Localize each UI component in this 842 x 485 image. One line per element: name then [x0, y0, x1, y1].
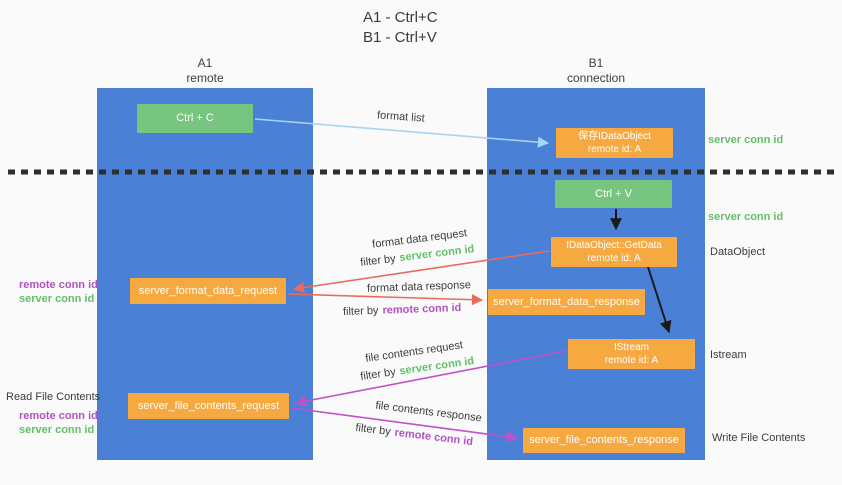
filter-prefix: filter by — [359, 366, 397, 383]
ctrl-c-label: Ctrl + C — [176, 112, 214, 124]
server-file-contents-response-label: server_file_contents_response — [529, 434, 679, 446]
ctrl-c-node: Ctrl + C — [137, 104, 253, 133]
write-file-contents-label: Write File Contents — [712, 432, 806, 444]
istream-side-label: Istream — [710, 349, 747, 361]
server-file-contents-request-node: server_file_contents_request — [128, 393, 289, 419]
getdata-line2: remote id: A — [587, 253, 641, 264]
dataobject-label: DataObject — [710, 246, 766, 258]
server-file-contents-response-node: server_file_contents_response — [523, 428, 685, 453]
save-idataobject-line1: 保存IDataObject — [578, 131, 651, 142]
server-conn-id-label-mid-right: server conn id — [708, 211, 784, 223]
server-file-contents-request-label: server_file_contents_request — [137, 399, 280, 412]
filter-key-remote-conn-id: remote conn id — [382, 301, 462, 317]
server-conn-id-label-top-right: server conn id — [708, 134, 784, 146]
lane-a1-subtitle: remote — [186, 71, 224, 85]
server-format-data-response-label: server_format_data_response — [493, 295, 640, 308]
filter-prefix: filter by — [359, 252, 397, 269]
ctrl-v-node: Ctrl + V — [555, 180, 672, 208]
filter-key-remote-conn-id: remote conn id — [393, 426, 474, 449]
title-line-2: B1 - Ctrl+V — [363, 29, 437, 46]
format-server-conn-id-label: server conn id — [19, 293, 95, 305]
file-server-conn-id-label: server conn id — [19, 424, 95, 436]
istream-node: IStream remote id: A — [568, 339, 695, 369]
read-file-contents-label: Read File Contents — [6, 391, 101, 403]
istream-line2: remote id: A — [604, 355, 659, 366]
server-format-data-response-node: server_format_data_response — [488, 289, 645, 315]
server-format-data-request-label: server_format_data_request — [138, 284, 278, 297]
server-format-data-request-node: server_format_data_request — [130, 278, 286, 304]
format-data-response-flow-label: format data response — [366, 279, 472, 295]
getdata-line1: IDataObject::GetData — [566, 240, 662, 251]
lane-a1-name: A1 — [197, 56, 213, 70]
idataobject-getdata-node: IDataObject::GetData remote id: A — [551, 237, 677, 267]
lane-header-b1: B1 connection — [487, 56, 705, 86]
file-remote-conn-id-label: remote conn id — [19, 410, 98, 422]
lane-b1-subtitle: connection — [566, 71, 626, 85]
filter-prefix: filter by — [354, 421, 392, 439]
ctrl-v-label: Ctrl + V — [595, 187, 632, 200]
filter-prefix: filter by — [342, 304, 379, 319]
file-contents-response-flow-label: file contents response — [374, 399, 483, 425]
format-remote-conn-id-label: remote conn id — [19, 279, 98, 291]
save-idataobject-node: 保存IDataObject remote id: A — [556, 128, 673, 158]
diagram-title: A1 - Ctrl+C B1 - Ctrl+V — [363, 8, 438, 48]
title-line-1: A1 - Ctrl+C — [363, 9, 438, 26]
format-list-flow-label: format list — [376, 109, 426, 125]
save-idataobject-line2: remote id: A — [587, 144, 642, 155]
istream-line1: IStream — [613, 342, 649, 353]
lane-header-a1: A1 remote — [97, 56, 313, 86]
lane-b1-name: B1 — [588, 56, 604, 70]
